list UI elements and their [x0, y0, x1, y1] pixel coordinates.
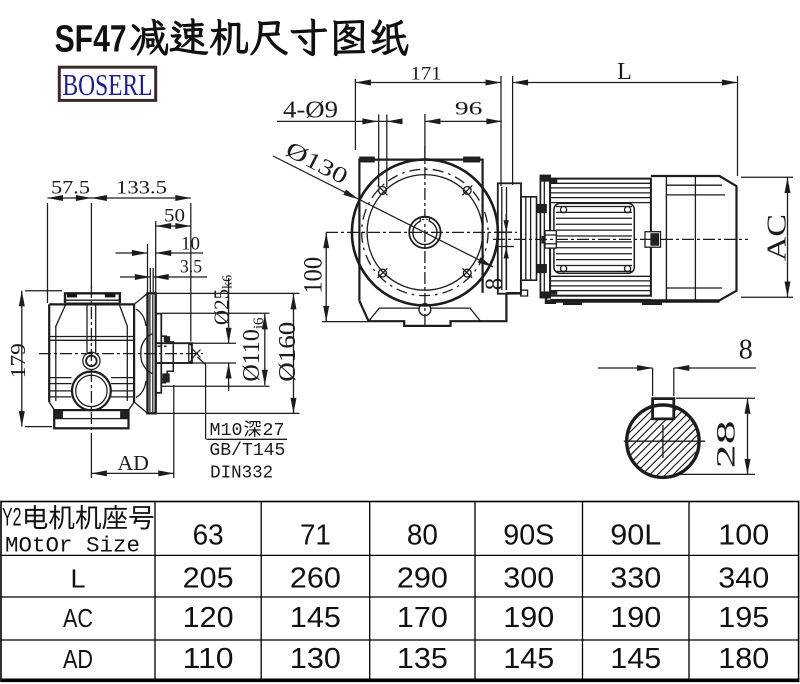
svg-text:8: 8 — [481, 278, 508, 291]
svg-text:80: 80 — [407, 520, 438, 552]
svg-text:300: 300 — [503, 562, 554, 594]
svg-text:195: 195 — [718, 602, 769, 634]
svg-text:145: 145 — [290, 602, 341, 634]
svg-text:L: L — [617, 59, 632, 85]
svg-text:90L: 90L — [610, 520, 661, 552]
svg-text:MOtOr Size: MOtOr Size — [5, 533, 140, 559]
svg-text:145: 145 — [503, 643, 554, 675]
svg-text:AC: AC — [761, 214, 791, 261]
svg-text:135: 135 — [397, 643, 448, 675]
svg-text:205: 205 — [183, 562, 234, 594]
svg-text:BOSERL: BOSERL — [63, 67, 153, 102]
svg-text:AD: AD — [63, 644, 93, 674]
svg-text:50: 50 — [164, 206, 185, 227]
svg-text:190: 190 — [503, 602, 554, 634]
svg-text:63: 63 — [193, 520, 224, 552]
svg-text:290: 290 — [397, 562, 448, 594]
svg-text:3.5: 3.5 — [180, 257, 202, 278]
svg-text:M10: M10 — [210, 420, 243, 441]
svg-text:GB/T145: GB/T145 — [209, 440, 285, 461]
svg-text:Ø160: Ø160 — [275, 322, 301, 382]
svg-text:DIN332: DIN332 — [210, 463, 273, 484]
svg-text:SF47: SF47 — [55, 18, 127, 60]
svg-text:100: 100 — [298, 257, 327, 294]
svg-text:145: 145 — [610, 643, 661, 675]
svg-text:171: 171 — [411, 64, 442, 85]
svg-text:57.5: 57.5 — [51, 178, 90, 199]
svg-text:Y2: Y2 — [2, 504, 22, 532]
svg-text:130: 130 — [290, 643, 341, 675]
svg-text:71: 71 — [300, 520, 331, 552]
svg-text:179: 179 — [6, 343, 30, 378]
svg-text:Ø25k6: Ø25k6 — [209, 275, 235, 325]
svg-text:190: 190 — [610, 602, 661, 634]
svg-text:28: 28 — [711, 420, 740, 468]
svg-text:260: 260 — [290, 562, 341, 594]
svg-text:120: 120 — [183, 602, 234, 634]
svg-text:330: 330 — [610, 562, 661, 594]
svg-text:180: 180 — [718, 643, 769, 675]
svg-text:110: 110 — [183, 643, 234, 675]
svg-text:AD: AD — [117, 451, 149, 475]
svg-text:10: 10 — [181, 234, 200, 255]
svg-text:340: 340 — [718, 562, 769, 594]
svg-text:AC: AC — [63, 603, 93, 633]
svg-text:170: 170 — [397, 602, 448, 634]
svg-text:133.5: 133.5 — [116, 178, 167, 199]
svg-text:L: L — [71, 563, 86, 593]
svg-text:4-Ø9: 4-Ø9 — [283, 98, 338, 124]
svg-text:90S: 90S — [503, 520, 554, 552]
svg-text:8: 8 — [739, 335, 753, 366]
svg-text:96: 96 — [455, 99, 483, 120]
svg-text:27: 27 — [263, 420, 285, 441]
svg-text:100: 100 — [718, 520, 769, 552]
